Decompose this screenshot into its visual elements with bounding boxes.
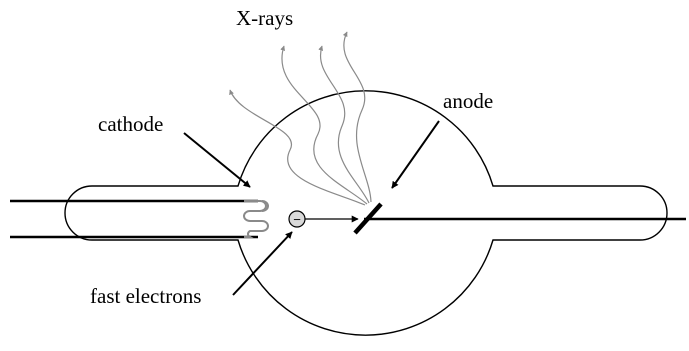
xray-paths <box>229 31 372 206</box>
xray-path-4 <box>342 31 372 203</box>
anode-pointer-arrow <box>391 120 440 189</box>
glass-envelope <box>64 90 668 336</box>
xrays-label: X-rays <box>236 6 293 30</box>
xray-path-3 <box>318 45 370 204</box>
cathode-label: cathode <box>98 112 163 136</box>
cathode-pointer-arrow <box>183 132 251 188</box>
xray-path-2 <box>280 45 368 205</box>
anode-label: anode <box>443 89 493 113</box>
cathode-filament <box>243 200 269 238</box>
anode-target <box>353 202 383 235</box>
fast-electrons-pointer-arrow <box>232 231 293 296</box>
electron-minus-sign: − <box>293 212 301 227</box>
fast-electrons-label: fast electrons <box>90 284 201 308</box>
xray-path-1 <box>229 89 366 206</box>
